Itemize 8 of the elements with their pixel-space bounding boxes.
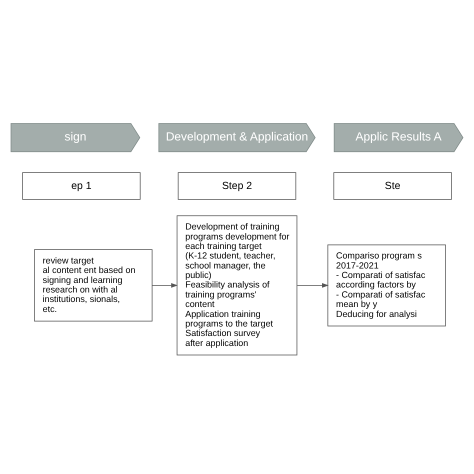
node-box: ep 1: [22, 172, 141, 200]
arrow: [152, 283, 178, 288]
node-box: Compariso program s 2017-2021 - Comparati of satisfac according factors by - Comparati of satisfac mean by y Deducing for analysi: [327, 244, 446, 326]
node-box: Ste: [333, 172, 452, 200]
node-box: Development of training programs development for each training target (K-12 student, teacher, school manager, the public) Feasibility analysis of training programs' content Application training programs to the target Satisfaction survey after application: [176, 215, 298, 356]
node-box: Step 2: [178, 172, 296, 200]
arrow: [296, 283, 329, 288]
node-box: review target al content ent based on signing and learning research on with al institutions, sionals, etc.: [34, 249, 152, 322]
